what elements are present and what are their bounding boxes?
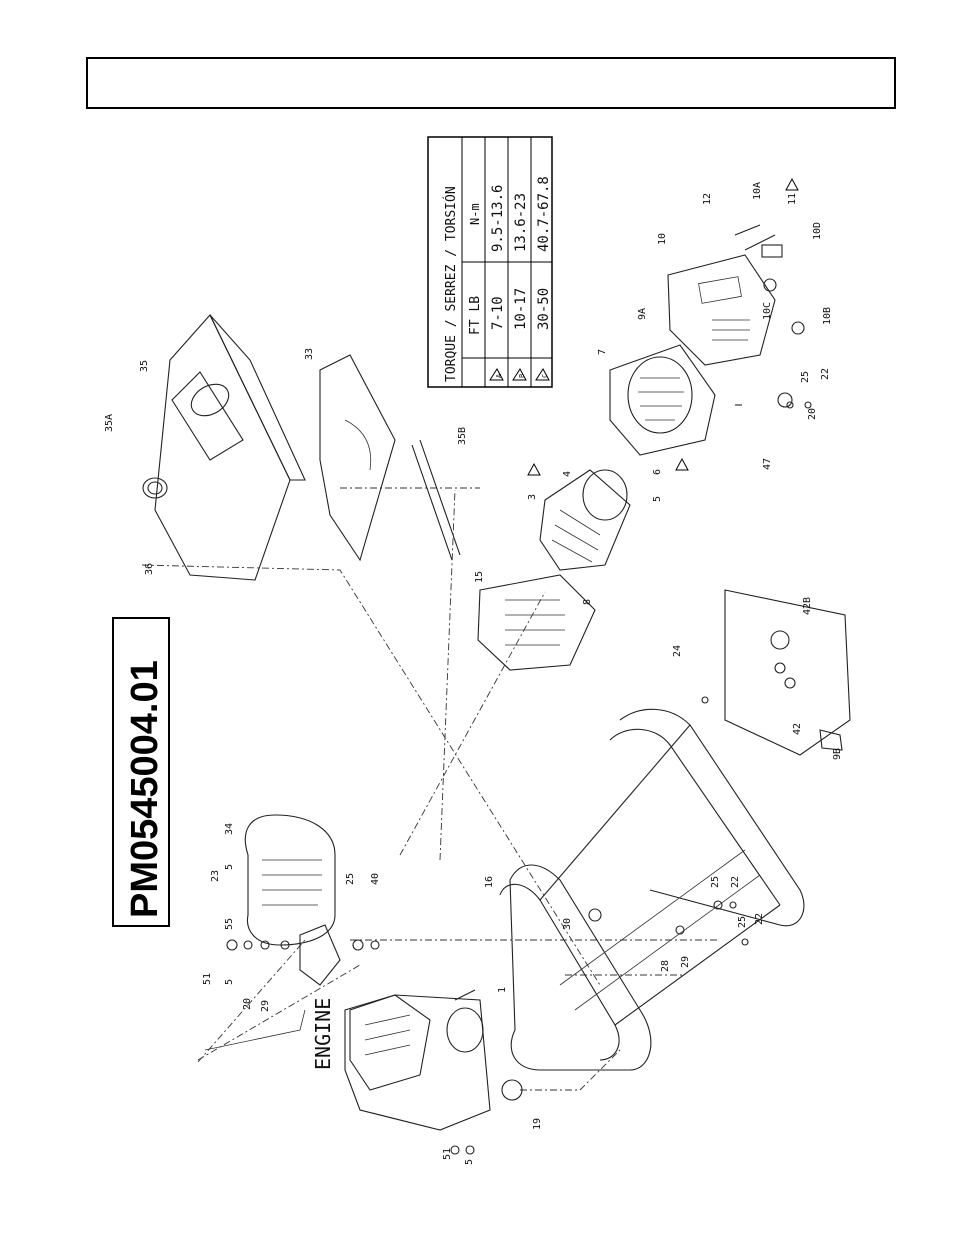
- callout-29: 29: [260, 1000, 271, 1012]
- callout-1: 1: [497, 987, 508, 993]
- callout-10: 10: [657, 233, 668, 245]
- rotor: [540, 470, 630, 570]
- engine-group-bracket: [205, 1010, 305, 1050]
- callout-47: 47: [762, 458, 773, 470]
- torque-row-nm: 9.5-13.6: [490, 185, 506, 252]
- callout-29: 29: [680, 956, 691, 968]
- engine-label: ENGINE: [311, 998, 335, 1070]
- callout-25: 25: [800, 371, 811, 383]
- callout-5: 5: [224, 979, 235, 985]
- callout-22: 22: [820, 368, 831, 380]
- fuel-tank: [143, 315, 305, 580]
- callout-22: 22: [730, 876, 741, 888]
- control-panel: [725, 590, 850, 755]
- callout-9b: 9B: [832, 748, 843, 760]
- generator-end-bell: [478, 575, 595, 670]
- callout-25: 25: [345, 873, 356, 885]
- callout-19: 19: [532, 1118, 543, 1130]
- muffler-bracket: [300, 925, 340, 985]
- torque-row-ftlb: 10-17: [513, 288, 529, 330]
- callout-34: 34: [224, 823, 235, 835]
- callout-9a: 9A: [637, 308, 648, 320]
- callout-10a: 10A: [752, 182, 763, 200]
- callout-5: 5: [224, 864, 235, 870]
- callout-36: 36: [144, 563, 155, 575]
- callout-33: 33: [304, 348, 315, 360]
- callout-6: 6: [652, 469, 663, 475]
- torque-row-nm: 40.7-67.8: [536, 176, 552, 252]
- model-code: PM0545004.01: [124, 660, 166, 918]
- callout-8: 8: [582, 599, 593, 605]
- callout-35b: 35B: [457, 427, 468, 445]
- callout-3: 3: [527, 494, 538, 500]
- muffler: [245, 815, 335, 945]
- callout-25: 25: [710, 876, 721, 888]
- callout-35: 35: [139, 360, 150, 372]
- callout-25: 25: [737, 916, 748, 928]
- callout-15: 15: [474, 571, 485, 583]
- callout-7: 7: [597, 349, 608, 355]
- callout-55: 55: [224, 918, 235, 930]
- torque-markers: [528, 179, 798, 475]
- callout-35a: 35A: [104, 414, 115, 432]
- model-code-box: PM0545004.01: [113, 618, 169, 926]
- callout-5: 5: [464, 1159, 475, 1165]
- engine: [345, 990, 490, 1130]
- callout-51: 51: [442, 1148, 453, 1160]
- torque-row-ftlb: 7-10: [490, 296, 506, 330]
- callout-10d: 10D: [812, 222, 823, 240]
- callout-23: 23: [210, 870, 221, 882]
- callout-5: 5: [652, 496, 663, 502]
- torque-row-nm: 13.6-23: [513, 193, 529, 252]
- callout-10c: 10C: [762, 302, 773, 320]
- callout-11: 11: [787, 193, 798, 205]
- callout-51: 51: [202, 973, 213, 985]
- callout-12: 12: [702, 193, 713, 205]
- callout-30: 30: [562, 918, 573, 930]
- callout-16: 16: [484, 876, 495, 888]
- callout-40: 40: [370, 873, 381, 885]
- torque-table-title: TORQUE / SERREZ / TORSIÓN: [443, 186, 459, 382]
- torque-row-mark: C: [541, 374, 549, 378]
- callout-4: 4: [562, 471, 573, 477]
- callout-42: 42: [792, 723, 803, 735]
- torque-row-ftlb: 30-50: [536, 288, 552, 330]
- torque-col-nm: N-m: [468, 203, 482, 225]
- torque-table: TORQUE / SERREZ / TORSIÓN FT LB N-m A 7-…: [428, 137, 552, 387]
- callout-22: 22: [754, 913, 765, 925]
- callout-24: 24: [672, 645, 683, 657]
- torque-col-ftlb: FT LB: [468, 296, 483, 335]
- callout-42b: 42B: [802, 597, 813, 615]
- callout-20: 20: [242, 998, 253, 1010]
- torque-row-mark: B: [518, 374, 526, 378]
- callout-28: 28: [660, 960, 671, 972]
- stator: [610, 345, 715, 455]
- frame: [500, 709, 804, 1070]
- callout-20: 20: [807, 408, 818, 420]
- callout-10b: 10B: [822, 307, 833, 325]
- control-box: [668, 255, 775, 365]
